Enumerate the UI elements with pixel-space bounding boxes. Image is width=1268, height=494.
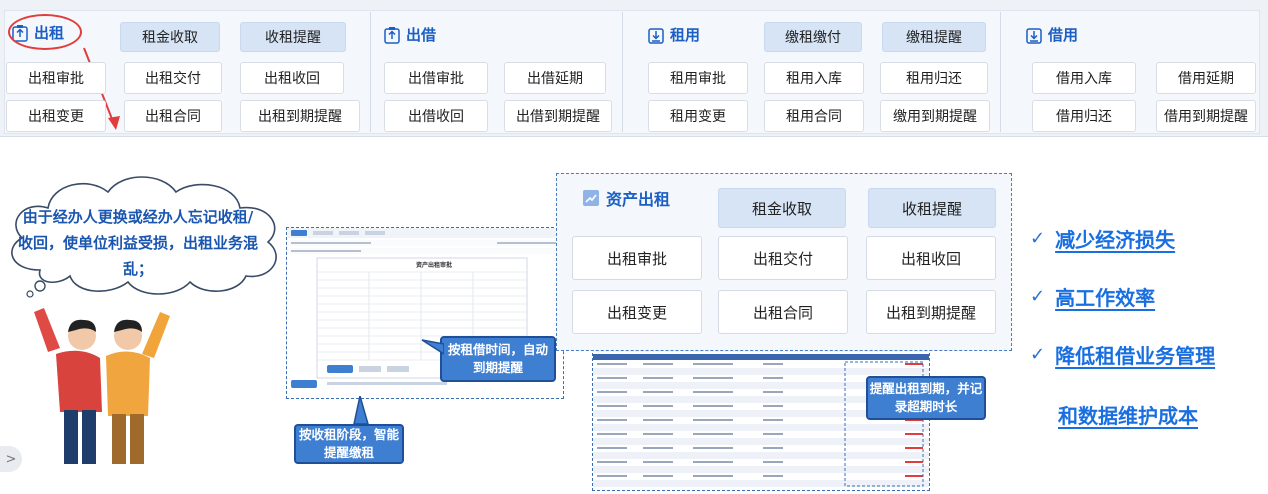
check-icon: ✓ (1030, 286, 1046, 307)
zoom-btn-rent-recover[interactable]: 出租收回 (866, 236, 996, 280)
benefit-text: 降低租借业务管理 (1055, 344, 1216, 368)
section-title: 出借 (406, 26, 437, 44)
section-borrow-header[interactable]: 借用 (1026, 24, 1078, 45)
btn-borrow-stock[interactable]: 借用入库 (1032, 62, 1136, 94)
btn-borrow-return[interactable]: 借用归还 (1032, 100, 1136, 132)
btn-rent-in-return[interactable]: 租用归还 (880, 62, 988, 94)
zoom-btn-rent-change[interactable]: 出租变更 (572, 290, 702, 334)
callout-smart-reminder: 按收租阶段，智能提醒缴租 (294, 424, 404, 464)
highlight-oval (8, 14, 82, 50)
section-divider (1000, 12, 1001, 132)
btn-borrow-extend[interactable]: 借用延期 (1156, 62, 1256, 94)
btn-rent-in-expiry-reminder[interactable]: 缴用到期提醒 (880, 100, 990, 132)
callout-pointer (353, 396, 369, 425)
download-tray-icon (648, 27, 664, 44)
zoom-btn-rent-deliver[interactable]: 出租交付 (718, 236, 848, 280)
btn-lend-approval[interactable]: 出借审批 (384, 62, 488, 94)
btn-rent-in-approval[interactable]: 租用审批 (648, 62, 748, 94)
btn-rent-pay-reminder[interactable]: 缴租提醒 (882, 22, 986, 52)
section-divider (370, 12, 371, 132)
btn-lend-recover[interactable]: 出借收回 (384, 100, 488, 132)
btn-rent-deliver[interactable]: 出租交付 (124, 62, 222, 94)
benefit-item: ✓ 降低租借业务管理 (1030, 340, 1215, 369)
zoom-btn-rent-approval[interactable]: 出租审批 (572, 236, 702, 280)
btn-rent-pay[interactable]: 缴租缴付 (764, 22, 862, 52)
btn-rent-contract[interactable]: 出租合同 (124, 100, 222, 132)
check-icon: ✓ (1030, 228, 1046, 249)
form-title: 资产出租审批 (416, 263, 453, 269)
callout-pointer (421, 339, 444, 355)
btn-rent-in-stock[interactable]: 租用入库 (764, 62, 864, 94)
download-tray-icon (1026, 27, 1042, 44)
section-divider (622, 12, 623, 132)
zoom-panel-title: 资产出租 (606, 190, 671, 209)
check-icon: ✓ (1030, 344, 1046, 365)
callout-overdue: 提醒出租到期，并记录超期时长 (866, 376, 986, 420)
btn-rent-expiry-reminder[interactable]: 出租到期提醒 (240, 100, 360, 132)
btn-lend-expiry-reminder[interactable]: 出借到期提醒 (504, 100, 612, 132)
list-mockup-graphic (593, 344, 929, 487)
chart-report-icon (583, 190, 599, 206)
zoom-btn-rent-collect[interactable]: 租金收取 (718, 188, 846, 228)
btn-rent-approval[interactable]: 出租审批 (6, 62, 106, 94)
btn-rent-collect[interactable]: 租金收取 (120, 22, 220, 52)
btn-rent-recover[interactable]: 出租收回 (240, 62, 344, 94)
section-title: 租用 (670, 26, 701, 44)
section-lend-out-header[interactable]: 出借 (384, 24, 436, 45)
benefit-text: 高工作效率 (1055, 286, 1156, 310)
benefit-text: 和数据维护成本 (1058, 404, 1198, 428)
btn-rent-in-change[interactable]: 租用变更 (648, 100, 748, 132)
upload-tray-icon (384, 26, 400, 44)
people-illustration (34, 308, 170, 464)
section-rent-in-header[interactable]: 租用 (648, 24, 700, 45)
btn-rent-reminder[interactable]: 收租提醒 (240, 22, 346, 52)
btn-rent-change[interactable]: 出租变更 (6, 100, 106, 132)
benefit-item-continued: 和数据维护成本 (1058, 400, 1198, 429)
zoom-btn-rent-expiry-reminder[interactable]: 出租到期提醒 (866, 290, 996, 334)
benefit-item: ✓ 减少经济损失 (1030, 224, 1175, 253)
benefit-item: ✓ 高工作效率 (1030, 282, 1155, 311)
problem-statement: 由于经办人更换或经办人忘记收租/收回，使单位利益受损，出租业务混乱； (18, 208, 259, 278)
callout-auto-expiry: 按租借时间，自动到期提醒 (440, 336, 556, 382)
section-title: 借用 (1048, 26, 1079, 44)
zoom-panel-header[interactable]: 资产出租 (582, 186, 670, 210)
btn-rent-in-contract[interactable]: 租用合同 (764, 100, 864, 132)
thought-cloud (11, 176, 277, 298)
zoom-btn-rent-reminder[interactable]: 收租提醒 (868, 188, 996, 228)
btn-lend-extend[interactable]: 出借延期 (504, 62, 606, 94)
zoom-btn-rent-contract[interactable]: 出租合同 (718, 290, 848, 334)
scroll-left-button[interactable]: > (0, 446, 22, 472)
benefit-text: 减少经济损失 (1055, 228, 1176, 252)
btn-borrow-expiry-reminder[interactable]: 借用到期提醒 (1156, 100, 1256, 132)
